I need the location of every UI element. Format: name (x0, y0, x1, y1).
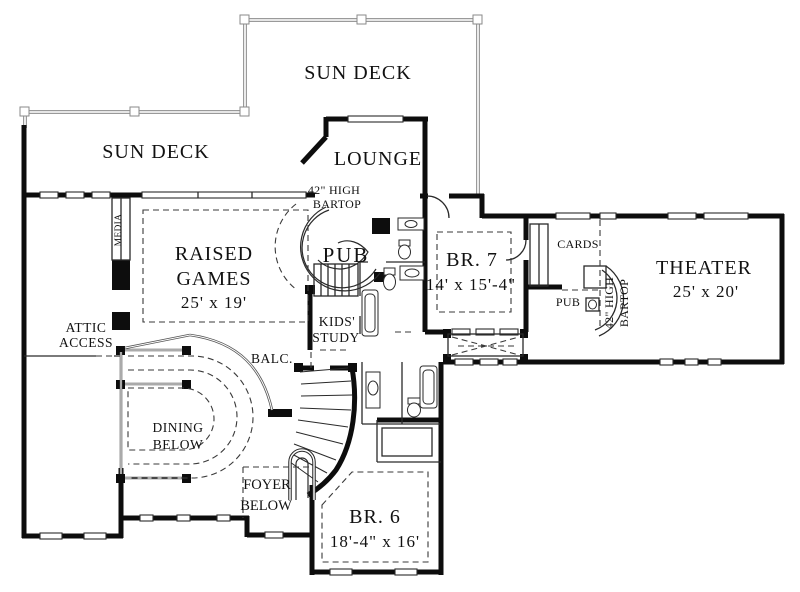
deck-railings (19, 14, 483, 196)
room-label-sun-deck-upper: SUN DECK (304, 62, 411, 84)
room-label-kids-study-line1: KIDS' (319, 314, 355, 329)
room-label-sun-deck-left: SUN DECK (102, 141, 209, 163)
room-label-media: MEDIA (114, 214, 124, 247)
room-label-br6-dims: 18'-4" x 16' (330, 532, 420, 551)
note-bartop-left-line1: 42" HIGH (308, 183, 360, 197)
room-label-br7: BR. 7 (446, 249, 498, 271)
room-label-dining-below-line1: DINING (153, 420, 204, 435)
room-label-lounge: LOUNGE (334, 148, 422, 170)
room-label-foyer-below-line2: BELOW (240, 498, 292, 514)
room-label-pub-small: PUB (556, 295, 580, 309)
room-label-raised-games-line2: GAMES (176, 268, 251, 290)
pub-bar (299, 206, 381, 292)
note-bartop-left-line2: BARTOP (313, 197, 361, 211)
stairs (288, 367, 358, 500)
room-label-theater: THEATER (656, 257, 752, 279)
room-label-cards: CARDS (557, 237, 599, 251)
room-label-pub-main: PUB (323, 243, 370, 267)
wall-posts (112, 218, 528, 483)
exterior-walls (21, 116, 785, 575)
note-bartop-right-line1: 42" HIGH (602, 277, 616, 329)
labels: SUN DECK SUN DECK LOUNGE 42" HIGH BARTOP… (59, 62, 752, 551)
room-label-br7-dims: 14' x 15'-4" (426, 275, 516, 294)
room-label-kids-study-line2: STUDY (312, 330, 360, 345)
note-attic-access-line1: ATTIC (66, 320, 107, 335)
room-label-raised-games-dims: 25' x 19' (181, 293, 247, 312)
note-attic-access-line2: ACCESS (59, 335, 113, 350)
note-bartop-right-line2: BARTOP (617, 279, 631, 327)
room-label-dining-below-line2: BELOW (153, 437, 204, 452)
room-label-balcony: BALC. (251, 351, 293, 366)
room-label-theater-dims: 25' x 20' (673, 282, 739, 301)
bath-fixtures (361, 217, 597, 418)
dashed-outlines (96, 203, 601, 563)
windows (39, 115, 749, 576)
interior-walls (24, 192, 625, 463)
room-label-raised-games-line1: RAISED (175, 243, 253, 265)
room-label-foyer-below-line1: FOYER (243, 477, 291, 493)
room-label-br6: BR. 6 (349, 506, 401, 528)
